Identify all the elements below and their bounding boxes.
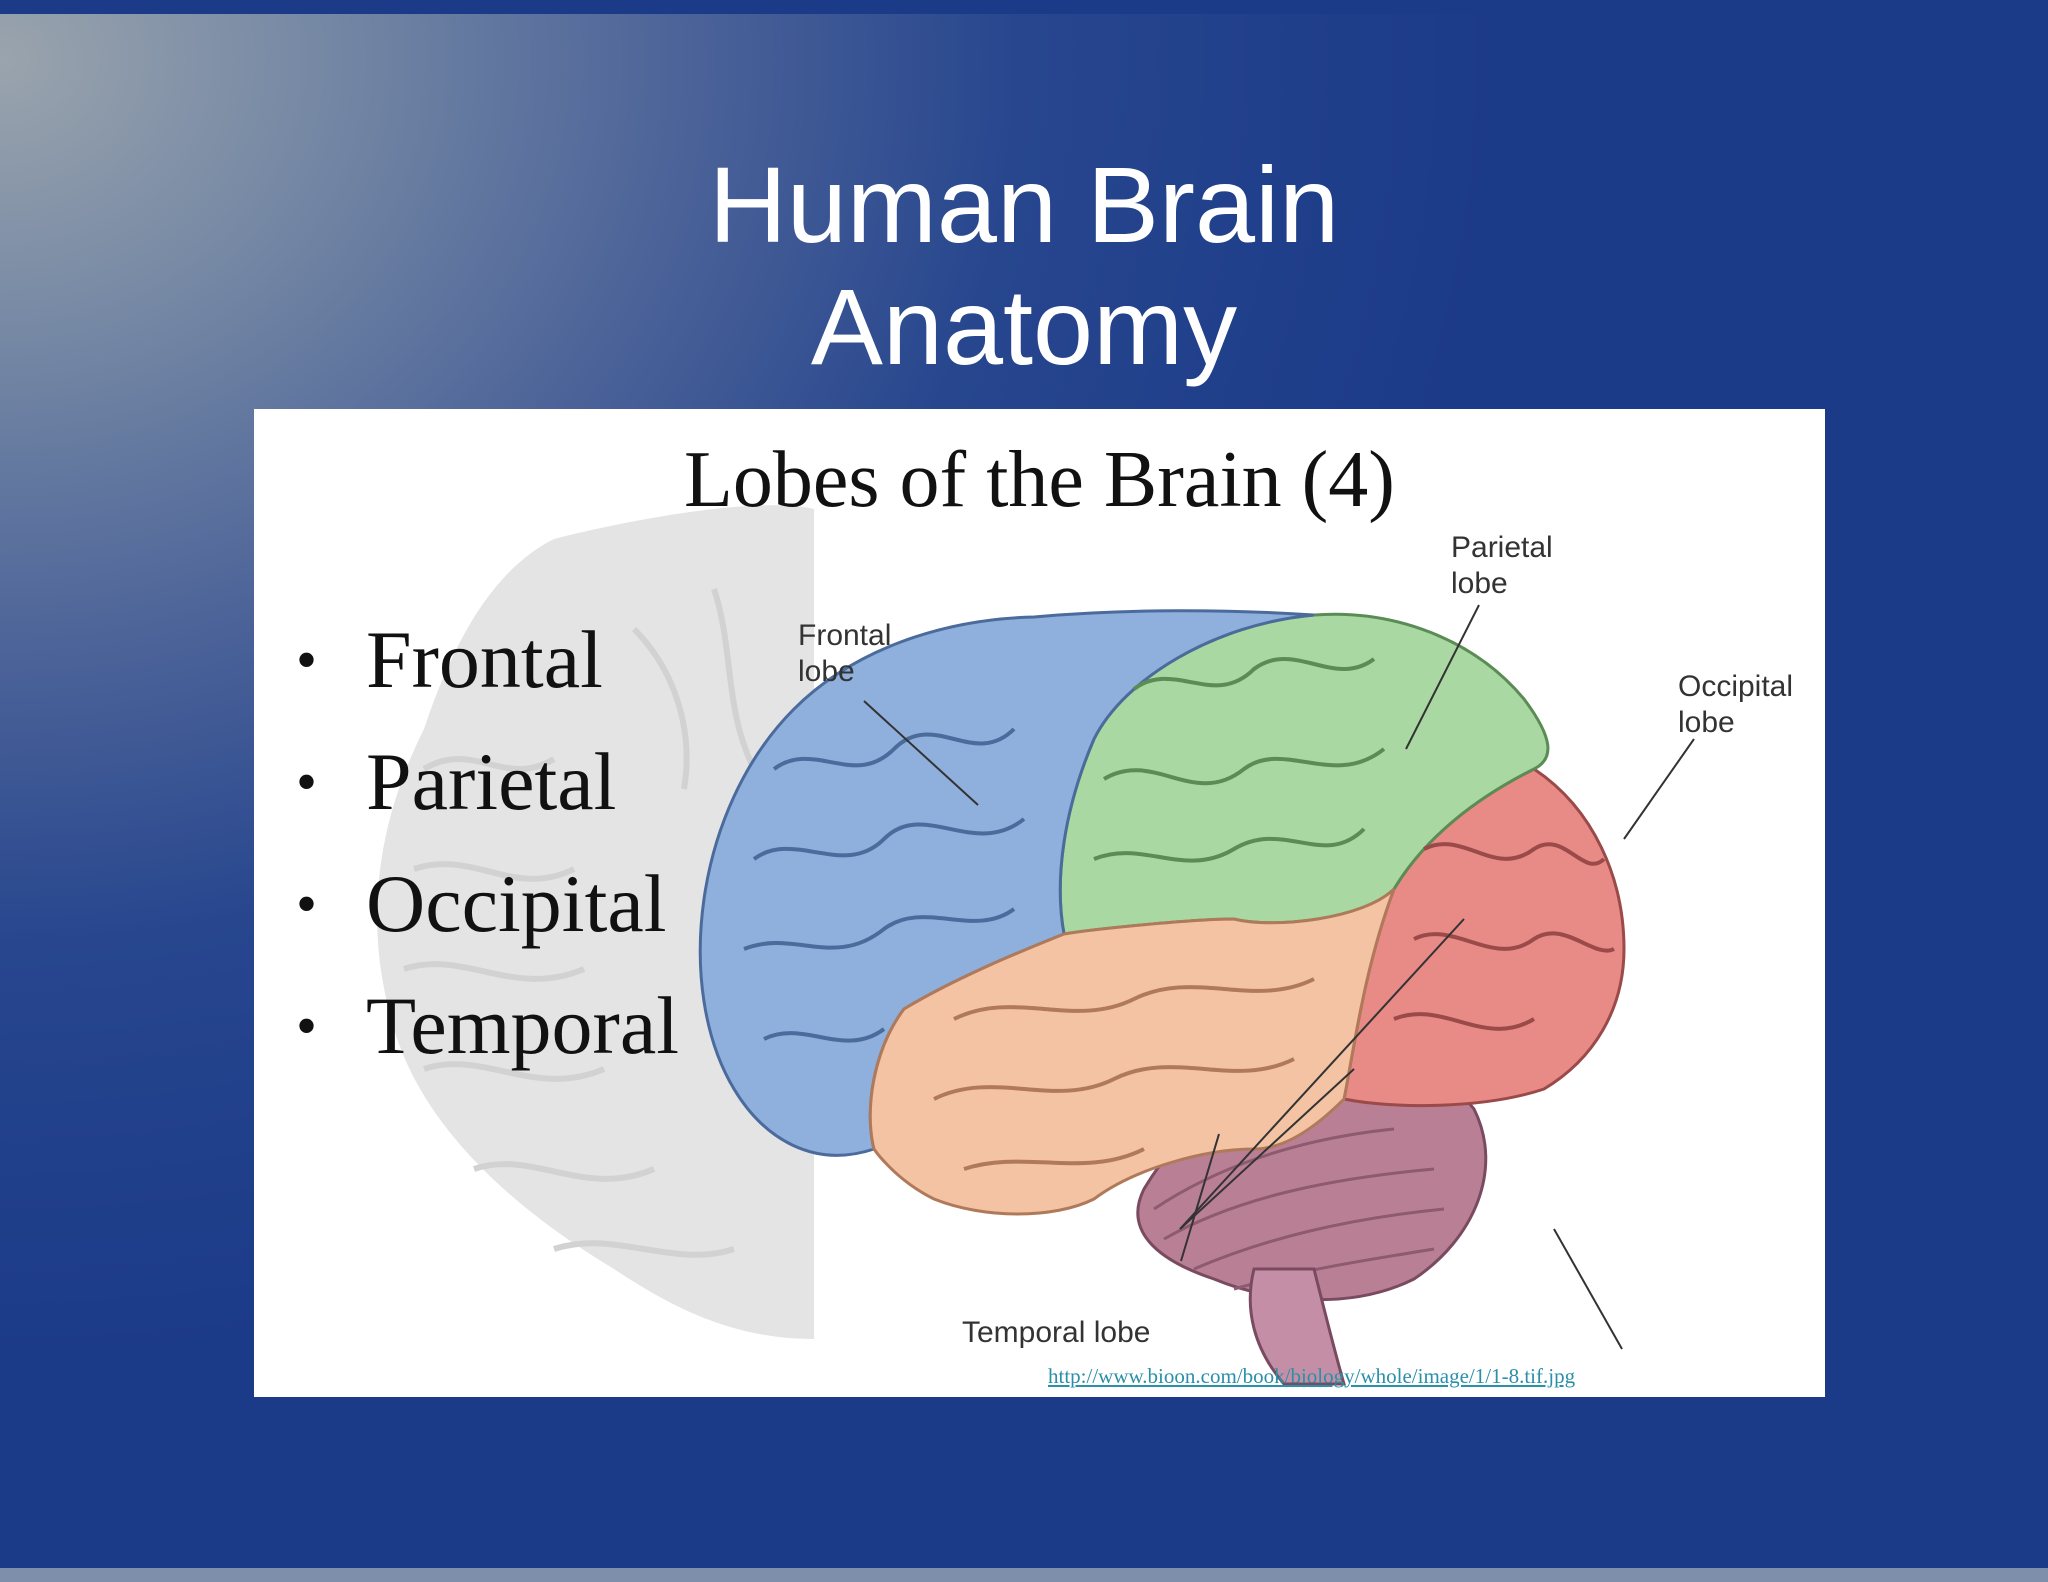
list-item: • Occipital: [290, 843, 679, 965]
bullet-icon: •: [296, 993, 318, 1059]
source-link[interactable]: http://www.bioon.com/book/biology/whole/…: [1048, 1364, 1576, 1388]
occipital-label-line2: lobe: [1678, 706, 1735, 739]
title-line-1: Human Brain: [708, 144, 1340, 266]
list-item-label: Temporal: [366, 980, 680, 1071]
frontal-label-line2: lobe: [798, 655, 855, 688]
occipital-label-line1: Occipital: [1678, 670, 1793, 703]
frontal-lobe-region: [698, 609, 1315, 1157]
parietal-label-line2: lobe: [1451, 567, 1508, 600]
top-band: [0, 0, 2048, 14]
lobe-list: • Frontal • Parietal • Occipital • Temporal: [290, 599, 679, 1087]
slide-title: Human Brain Anatomy: [0, 144, 2048, 388]
gyri-lines: [743, 657, 1615, 1171]
bullet-icon: •: [296, 871, 318, 937]
brain-figure: Lobes of the Brain (4) • Frontal • Parieta…: [254, 409, 1825, 1397]
temporal-lobe-region: [868, 887, 1396, 1216]
figure-title: Lobes of the Brain (4): [684, 436, 1395, 524]
list-item-label: Occipital: [366, 858, 667, 949]
brain-stem: [1248, 1267, 1346, 1386]
frontal-label-line1: Frontal: [798, 619, 891, 652]
title-line-2: Anatomy: [810, 266, 1238, 388]
bullet-icon: •: [296, 627, 318, 693]
list-item: • Temporal: [290, 965, 679, 1087]
bullet-icon: •: [296, 749, 318, 815]
brain-lobes-diagram: Parietal lobe Frontal lobe Occipital lob…: [698, 531, 1793, 1386]
list-item-label: Parietal: [366, 736, 617, 827]
bottom-band: [0, 1568, 2048, 1582]
list-item: • Parietal: [290, 721, 679, 843]
parietal-label-line1: Parietal: [1451, 531, 1553, 564]
temporal-label: Temporal lobe: [962, 1316, 1150, 1349]
list-item: • Frontal: [290, 599, 679, 721]
leader-lines: [863, 604, 1695, 1350]
ghost-brain-image: [377, 505, 814, 1339]
list-item-label: Frontal: [366, 614, 603, 705]
